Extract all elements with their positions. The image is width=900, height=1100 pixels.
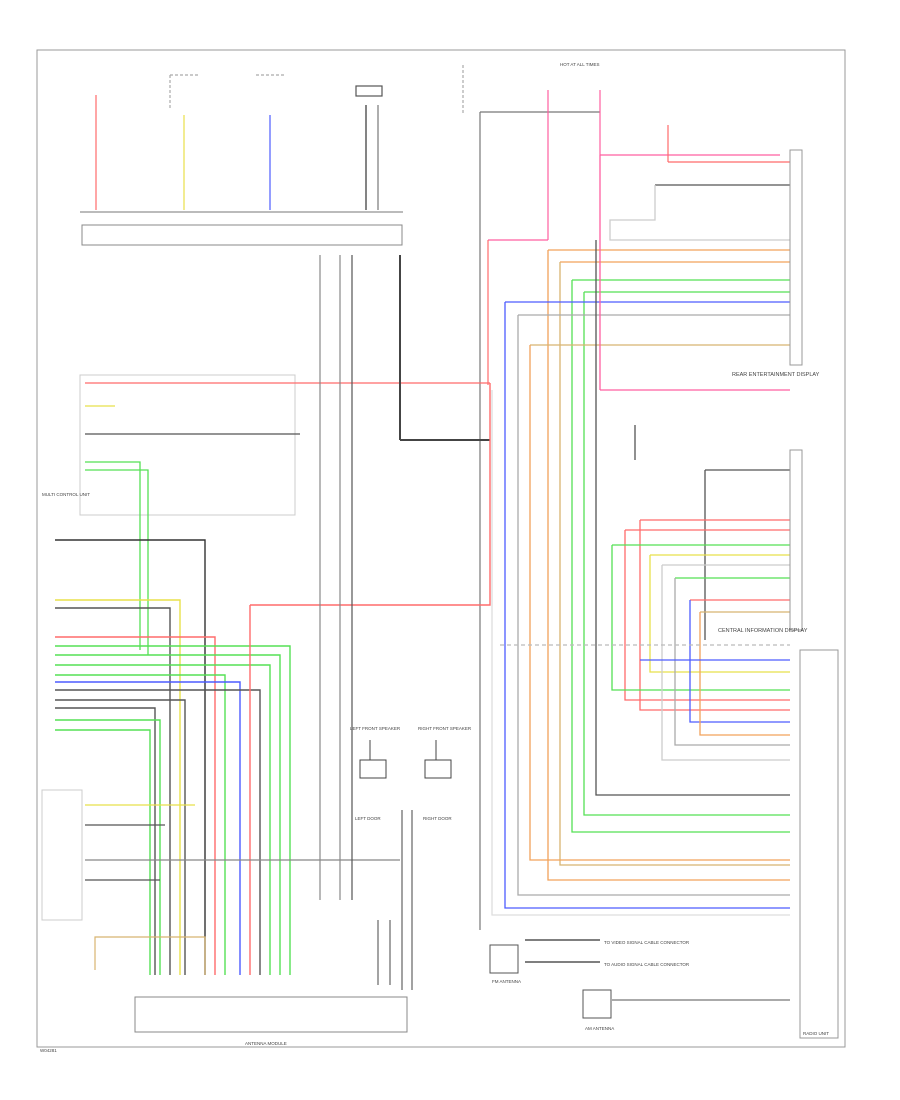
fm-antenna-label: FM ANTENNA [492,979,521,984]
central-display-label: CENTRAL INFORMATION DISPLAY [718,628,808,634]
rear-display-label: REAR ENTERTAINMENT DISPLAY [732,372,820,378]
lower-left-wires [85,804,400,975]
center-wires [319,255,790,985]
multi-control-box [79,374,296,516]
cable-upper-label: TO VIDEO SIGNAL CABLE CONNECTOR [604,940,690,945]
top-center-label: HOT AT ALL TIMES [560,62,600,67]
lower-left-connector [41,789,83,921]
left-connector-wires [55,383,491,975]
radio-unit-label: RADIO UNIT [803,1031,829,1036]
radio-unit-box [799,649,839,1039]
rear-display-wires [491,155,790,916]
left-door-label: LEFT DOOR [355,816,381,821]
rear-display-connector [789,149,803,366]
central-display-wires [611,469,790,761]
left-speaker-label: LEFT FRONT SPEAKER [350,726,401,731]
right-speaker-label: RIGHT FRONT SPEAKER [418,726,472,731]
right-door-label: RIGHT DOOR [423,816,452,821]
top-bus [80,211,403,246]
antenna-module [134,996,408,1033]
top-fuse-group [95,65,464,210]
central-display-connector [789,449,803,631]
page-id: W04281 [40,1048,57,1053]
am-antenna-label: AM ANTENNA [585,1026,614,1031]
top-right-wires [479,90,790,930]
multi-control-wires [85,255,490,655]
antenna-symbols [489,939,790,1019]
antenna-module-label: ANTENNA MODULE [245,1041,287,1046]
multi-control-label: MULTI CONTROL UNIT [42,492,90,497]
diagram-frame [36,49,846,1048]
speakers [359,740,452,990]
cable-lower-label: TO AUDIO SIGNAL CABLE CONNECTOR [604,962,690,967]
